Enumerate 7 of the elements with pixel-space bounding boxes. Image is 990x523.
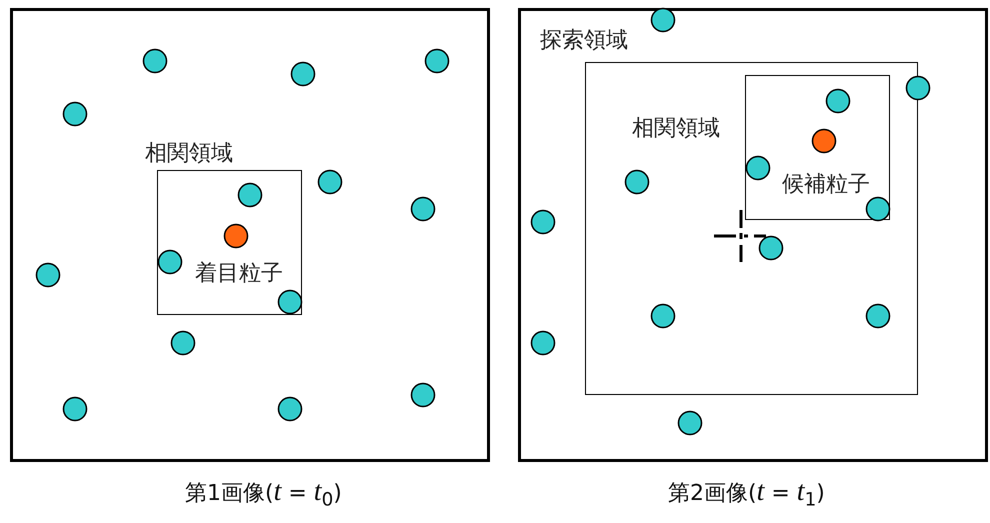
image-caption: 第1画像(t = t$_{0}$) [185, 478, 342, 510]
region-label: 相関領域 [632, 118, 720, 140]
particle-label: 着目粒子 [195, 263, 283, 285]
image-caption: 第2画像(t = t$_{1}$) [668, 478, 825, 510]
region-label: 探索領域 [540, 30, 628, 52]
region-label: 相関領域 [145, 143, 233, 165]
particle-label: 候補粒子 [782, 174, 870, 196]
